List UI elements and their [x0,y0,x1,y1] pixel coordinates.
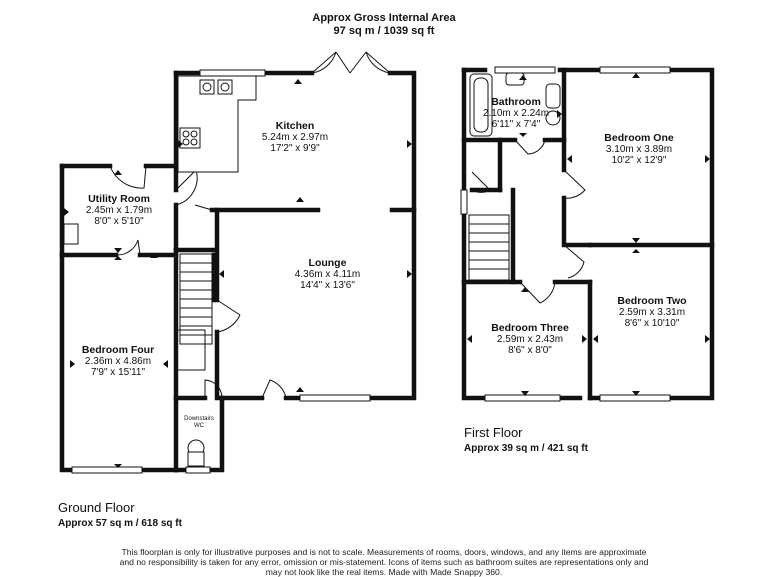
ground-floor-name: Ground Floor [58,500,135,515]
first-floor-doors [471,139,586,304]
room-bathroom: Bathroom 2.10m x 2.24m 6'11" x 7'4" [478,96,554,131]
first-floor-area: Approx 39 sq m / 421 sq ft [464,443,588,454]
room-bedroom-one-metric: 3.10m x 3.89m [605,144,673,155]
kitchen-fittings [63,75,257,467]
room-bedroom-four-metric: 2.36m x 4.86m [84,356,152,367]
room-lounge-name: Lounge [308,257,347,269]
room-lounge: Lounge 4.36m x 4.11m 14'4" x 13'6" [270,257,385,292]
gross-area-value: 97 sq m / 1039 sq ft [333,25,435,37]
room-bathroom-metric: 2.10m x 2.24m [482,108,550,119]
ground-floor-area: Approx 57 sq m / 618 sq ft [58,518,182,529]
gross-area-title: Approx Gross Internal Area [312,12,456,24]
room-bedroom-one-imperial: 10'2" x 12'9" [611,155,667,166]
room-utility-metric: 2.45m x 1.79m [85,205,153,216]
room-bathroom-imperial: 6'11" x 7'4" [491,119,541,130]
room-bedroom-one-name: Bedroom One [604,132,674,144]
room-wc-line1: Downstairs [184,416,214,422]
room-utility: Utility Room 2.45m x 1.79m 8'0" x 5'10" [70,193,168,228]
ground-floor-windows [71,69,371,474]
ground-floor-stairs [176,253,213,371]
bathroom-suite [469,72,561,137]
room-bedroom-four-imperial: 7'9" x 15'11" [90,367,146,378]
disclaimer-line-2: and no responsibility is taken for any e… [119,557,649,567]
room-bedroom-four: Bedroom Four 2.36m x 4.86m 7'9" x 15'11" [64,344,172,379]
first-floor-windows [460,66,671,402]
disclaimer-line-1: This floorplan is only for illustrative … [121,547,647,557]
room-bedroom-three-name: Bedroom Three [491,322,569,334]
room-bedroom-three-metric: 2.59m x 2.43m [496,334,564,345]
disclaimer-line-3: may not look like the real items. Made w… [265,567,503,577]
room-bedroom-three-imperial: 8'6" x 8'0" [508,345,552,356]
room-downstairs-wc: Downstairs WC [177,416,221,430]
first-floor-stairs [468,214,510,281]
room-bedroom-two-imperial: 8'6" x 10'10" [624,318,680,329]
room-wc-line2: WC [194,423,204,429]
room-lounge-metric: 4.36m x 4.11m [294,269,361,280]
room-bathroom-name: Bathroom [491,96,541,108]
ground-floor-walls [59,70,417,473]
wall-markers [64,73,710,468]
room-utility-imperial: 8'0" x 5'10" [94,216,144,227]
room-kitchen-metric: 5.24m x 2.97m [261,132,329,143]
room-bedroom-two-metric: 2.59m x 3.31m [618,307,686,318]
room-kitchen-imperial: 17'2" x 9'9" [270,143,320,154]
room-bedroom-two: Bedroom Two 2.59m x 3.31m 8'6" x 10'10" [598,295,706,330]
room-bedroom-one: Bedroom One 3.10m x 3.89m 10'2" x 12'9" [584,132,694,167]
room-kitchen: Kitchen 5.24m x 2.97m 17'2" x 9'9" [240,120,350,155]
disclaimer: This floorplan is only for illustrative … [100,547,668,577]
first-floor-name: First Floor [464,425,523,440]
room-utility-name: Utility Room [88,193,150,205]
room-bedroom-two-name: Bedroom Two [617,295,687,307]
room-bedroom-four-name: Bedroom Four [81,344,155,356]
ground-floor-doors [109,51,391,399]
room-kitchen-name: Kitchen [275,120,315,132]
room-bedroom-three: Bedroom Three 2.59m x 2.43m 8'6" x 8'0" [480,322,580,357]
room-lounge-imperial: 14'4" x 13'6" [300,280,355,291]
